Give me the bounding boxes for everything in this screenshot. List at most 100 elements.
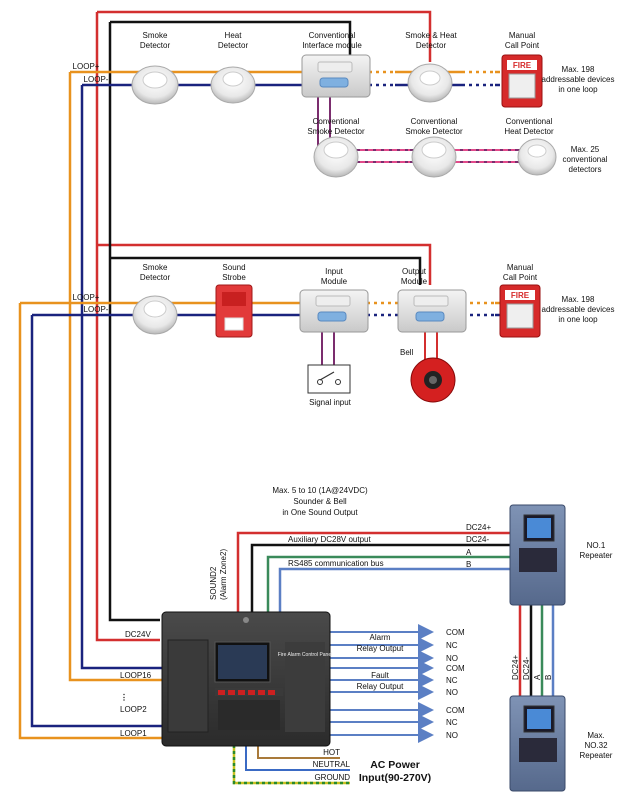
v-b: B <box>544 675 553 680</box>
svg-text:Interface module: Interface module <box>302 41 362 50</box>
hot-label: HOT <box>323 748 340 757</box>
smoke-heat-detector <box>407 63 453 103</box>
svg-text:Relay Output: Relay Output <box>357 644 404 653</box>
svg-text:(Alarm Zone2): (Alarm Zone2) <box>219 549 228 600</box>
max198-label-1: Max. 198 <box>562 65 595 74</box>
v-dc24p: DC24+ <box>511 655 520 680</box>
fault-relay-label: Fault <box>371 671 390 680</box>
conventional-interface-module <box>301 54 371 98</box>
svg-text:Module: Module <box>401 277 428 286</box>
output-module-label: Output <box>402 267 427 276</box>
svg-text:Call Point: Call Point <box>505 41 540 50</box>
rs485-green-wire <box>266 555 520 618</box>
conventional-heat-detector <box>517 138 557 176</box>
max25-label: Max. 25 <box>571 145 600 154</box>
neutral-label: NEUTRAL <box>313 760 351 769</box>
dc24-plus-label: DC24+ <box>466 523 491 532</box>
loop16-label: LOOP16 <box>120 671 152 680</box>
dc24-minus-label: DC24- <box>466 535 489 544</box>
a-label: A <box>466 548 472 557</box>
bell-label: Bell <box>400 348 414 357</box>
heat-detector-1 <box>210 66 256 104</box>
smoke-detector-label: Smoke <box>143 31 168 40</box>
svg-text:FIRE: FIRE <box>511 291 530 300</box>
loop-minus-label-2: LOOP- <box>84 305 109 314</box>
svg-text:in one loop: in one loop <box>558 85 598 94</box>
repeater32-label: Max. <box>587 731 604 740</box>
svg-text:NO.32: NO.32 <box>584 741 608 750</box>
dc24v-label: DC24V <box>125 630 151 639</box>
svg-text:Strobe: Strobe <box>222 273 246 282</box>
relay3-no: NO <box>446 731 458 740</box>
ac-hot-wire <box>257 745 340 759</box>
manual-call-point-2: FIRE <box>499 284 541 338</box>
smoke-detector-2 <box>132 295 178 335</box>
power-black-wire-2 <box>110 256 422 285</box>
max198-label-2: Max. 198 <box>562 295 595 304</box>
signal-input-switch <box>307 364 351 394</box>
mcp-label-2: Manual <box>507 263 533 272</box>
ac-power-label: AC Power <box>370 759 420 771</box>
svg-text:Detector: Detector <box>140 273 171 282</box>
alarm-relay-label: Alarm <box>370 633 391 642</box>
svg-text:⋮: ⋮ <box>120 693 128 702</box>
alarm-no: NO <box>446 654 458 663</box>
sound-strobe-label: Sound <box>222 263 245 272</box>
svg-text:Input(90-270V): Input(90-270V) <box>359 772 431 784</box>
svg-text:addressable devices: addressable devices <box>542 75 615 84</box>
svg-text:Repeater: Repeater <box>580 551 613 560</box>
v-a: A <box>533 674 542 680</box>
svg-text:Detector: Detector <box>140 41 171 50</box>
output-module <box>397 289 467 333</box>
svg-text:Relay Output: Relay Output <box>357 682 404 691</box>
interface-module-label: Conventional <box>309 31 356 40</box>
heat-detector-label: Heat <box>225 31 243 40</box>
svg-text:conventional: conventional <box>563 155 608 164</box>
fire-alarm-control-panel: Fire Alarm Control Panel <box>161 611 332 747</box>
svg-text:addressable devices: addressable devices <box>542 305 615 314</box>
svg-text:Fire Alarm Control Panel: Fire Alarm Control Panel <box>278 652 332 658</box>
repeater-no32 <box>509 695 566 792</box>
loop-plus-label-1: LOOP+ <box>73 62 100 71</box>
conventional-smoke-detector-2 <box>411 136 457 178</box>
svg-text:in one loop: in one loop <box>558 315 598 324</box>
b-label: B <box>466 560 471 569</box>
conventional-smoke-detector-1 <box>313 136 359 178</box>
svg-text:Smoke Detector: Smoke Detector <box>307 127 365 136</box>
svg-text:Smoke Detector: Smoke Detector <box>405 127 463 136</box>
repeater1-label: NO.1 <box>587 541 606 550</box>
smoke-detector-1 <box>131 65 179 105</box>
relay3-nc: NC <box>446 718 458 727</box>
power-black-wire <box>108 20 352 622</box>
svg-text:Call Point: Call Point <box>503 273 538 282</box>
svg-text:Detector: Detector <box>218 41 249 50</box>
fault-nc: NC <box>446 676 458 685</box>
svg-text:detectors: detectors <box>569 165 602 174</box>
fault-com: COM <box>446 664 465 673</box>
loop-plus-label-2: LOOP+ <box>73 293 100 302</box>
smoke-heat-label: Smoke & Heat <box>405 31 457 40</box>
svg-text:Heat Detector: Heat Detector <box>504 127 554 136</box>
bell <box>410 357 456 403</box>
relay3-com: COM <box>446 706 465 715</box>
rs485-label: RS485 communication bus <box>288 559 384 568</box>
signal-input-label: Signal input <box>309 398 352 407</box>
conv-smoke-label-2: Conventional <box>411 117 458 126</box>
relay-arrows <box>330 624 434 743</box>
sound-black-wire <box>250 543 520 618</box>
v-dc24m: DC24- <box>522 657 531 680</box>
sound-output-label: Max. 5 to 10 (1A@24VDC) <box>272 486 368 495</box>
loop2-label: LOOP2 <box>120 705 147 714</box>
fault-no: NO <box>446 688 458 697</box>
svg-text:FIRE: FIRE <box>513 61 532 70</box>
input-module-label: Input <box>325 267 344 276</box>
smoke-detector-label-2: Smoke <box>143 263 168 272</box>
mcp-label-1: Manual <box>509 31 535 40</box>
loop1-label: LOOP1 <box>120 729 147 738</box>
svg-text:Repeater: Repeater <box>580 751 613 760</box>
aux-output-label: Auxiliary DC28V output <box>288 535 371 544</box>
repeater-no1 <box>509 504 566 606</box>
sound-red-wire <box>236 531 520 618</box>
svg-text:in One Sound Output: in One Sound Output <box>282 508 358 517</box>
